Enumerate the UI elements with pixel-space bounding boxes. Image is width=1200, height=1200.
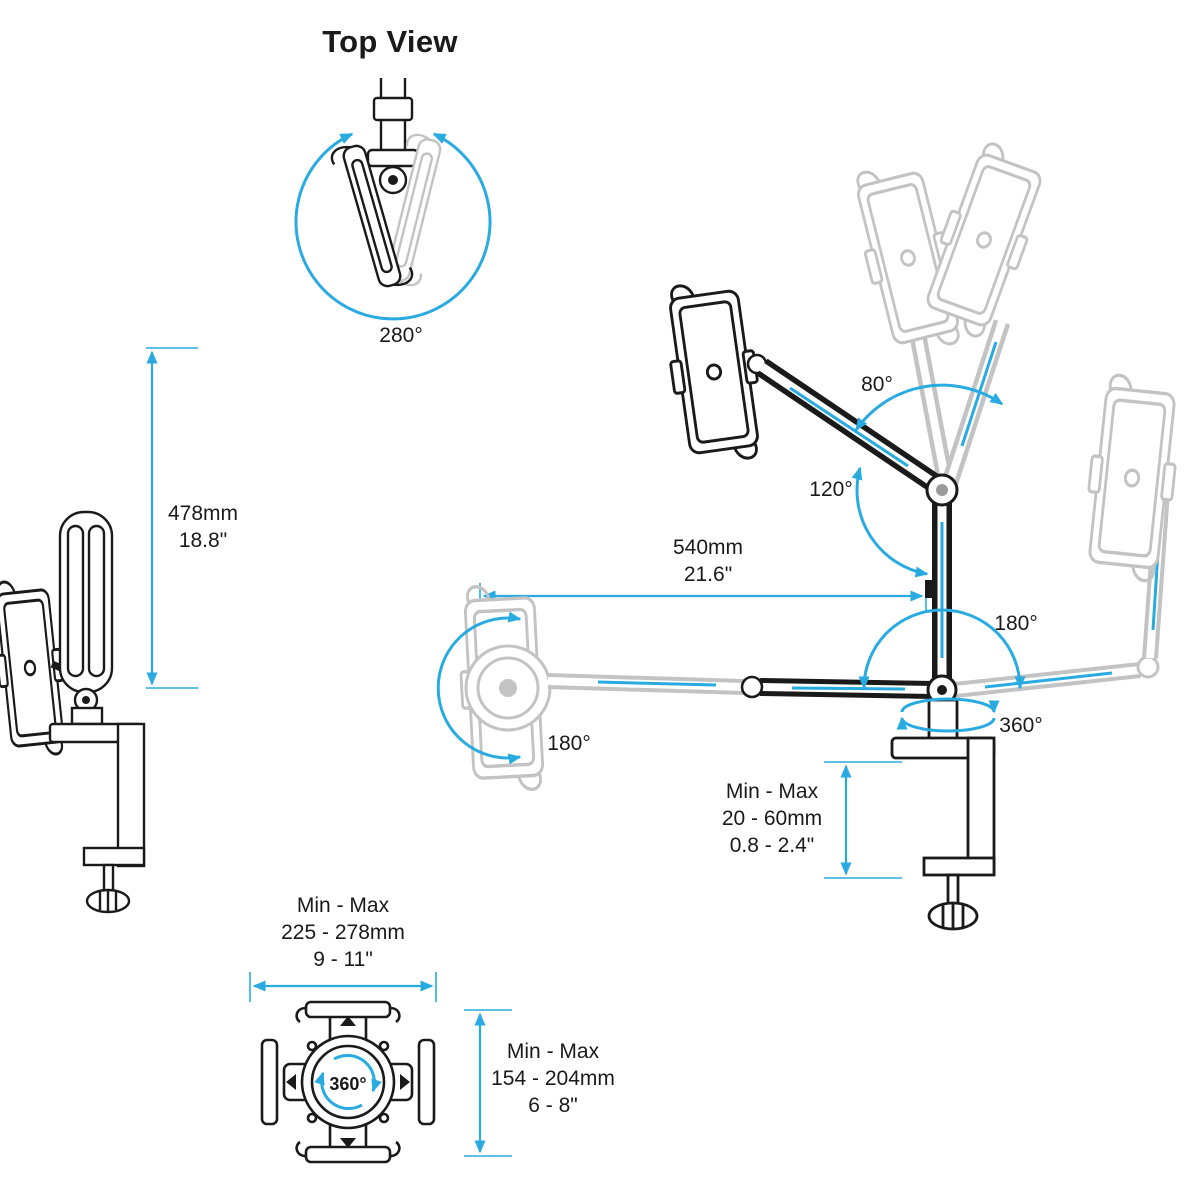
dimension-478mm: [146, 347, 198, 689]
holder-width-label: Min - Max 225 - 278mm 9 - 11": [281, 892, 405, 973]
rotation-arcs: [436, 383, 1026, 765]
width-range-in: 9 - 11": [313, 948, 373, 971]
arc-360-base-bottom: [896, 716, 996, 733]
chevron-left-icon: [286, 1074, 296, 1090]
dimension-holder-height: [464, 1009, 512, 1157]
arm-length-in: 21.6": [683, 563, 733, 586]
main-arm-drawing: [658, 275, 959, 706]
holder-height-range-mm: 154 - 204mm: [491, 1067, 615, 1090]
chevron-down-icon: [340, 1138, 356, 1148]
side-view-drawing: [0, 510, 146, 914]
holder-rotation-label: 360°: [329, 1074, 367, 1094]
tablet-holder-drawing: [260, 1000, 436, 1164]
rotation-arc-280: [294, 132, 492, 321]
top-view-drawing: [294, 78, 492, 321]
chevron-right-icon: [400, 1074, 410, 1090]
holder-height-label: Min - Max 154 - 204mm 6 - 8": [491, 1038, 615, 1119]
width-minmax: Min - Max: [296, 894, 390, 917]
height-478-label: 478mm 18.8": [168, 500, 238, 554]
arm-length-label: 540mm 21.6": [673, 534, 743, 588]
clamp-minmax: Min - Max: [725, 780, 819, 803]
height-mm: 478mm: [167, 502, 239, 525]
arc-80: [854, 383, 1004, 432]
arc-120: [851, 466, 929, 578]
chevron-up-icon: [340, 1016, 356, 1026]
tilt-120-label: 120°: [809, 478, 853, 501]
arc-360-holder-b: [314, 1071, 363, 1110]
swivel-180-right-label: 180°: [994, 612, 1038, 635]
ghost-tablet-right: [1078, 371, 1186, 585]
arc-180-right: [858, 608, 1026, 690]
height-in: 18.8": [178, 529, 228, 552]
arc-360-base-top: [900, 697, 1000, 714]
dimension-clamp-range: [824, 761, 902, 879]
tilt-80-label: 80°: [861, 373, 893, 396]
width-range-mm: 225 - 278mm: [281, 921, 405, 944]
side-view-clamp: [48, 722, 146, 914]
top-view-black-bracket: [330, 144, 414, 288]
arc-180-left: [436, 611, 522, 765]
desk-clamp-drawing: [890, 698, 996, 931]
rotate-360-label: 360°: [999, 714, 1043, 737]
swivel-180-left-label: 180°: [547, 732, 591, 755]
top-view-title: Top View: [322, 24, 458, 59]
rotation-280-label: 280°: [379, 324, 423, 347]
arc-360-holder-a: [333, 1054, 382, 1093]
clamp-range-mm: 20 - 60mm: [721, 807, 823, 830]
holder-height-range-in: 6 - 8": [528, 1094, 578, 1117]
arm-length-mm: 540mm: [672, 536, 744, 559]
holder-height-minmax: Min - Max: [506, 1040, 600, 1063]
clamp-range-label: Min - Max 20 - 60mm 0.8 - 2.4": [722, 778, 822, 859]
dimension-540mm: [479, 583, 927, 645]
dimension-holder-width: [249, 972, 437, 1002]
clamp-range-in: 0.8 - 2.4": [729, 834, 815, 857]
